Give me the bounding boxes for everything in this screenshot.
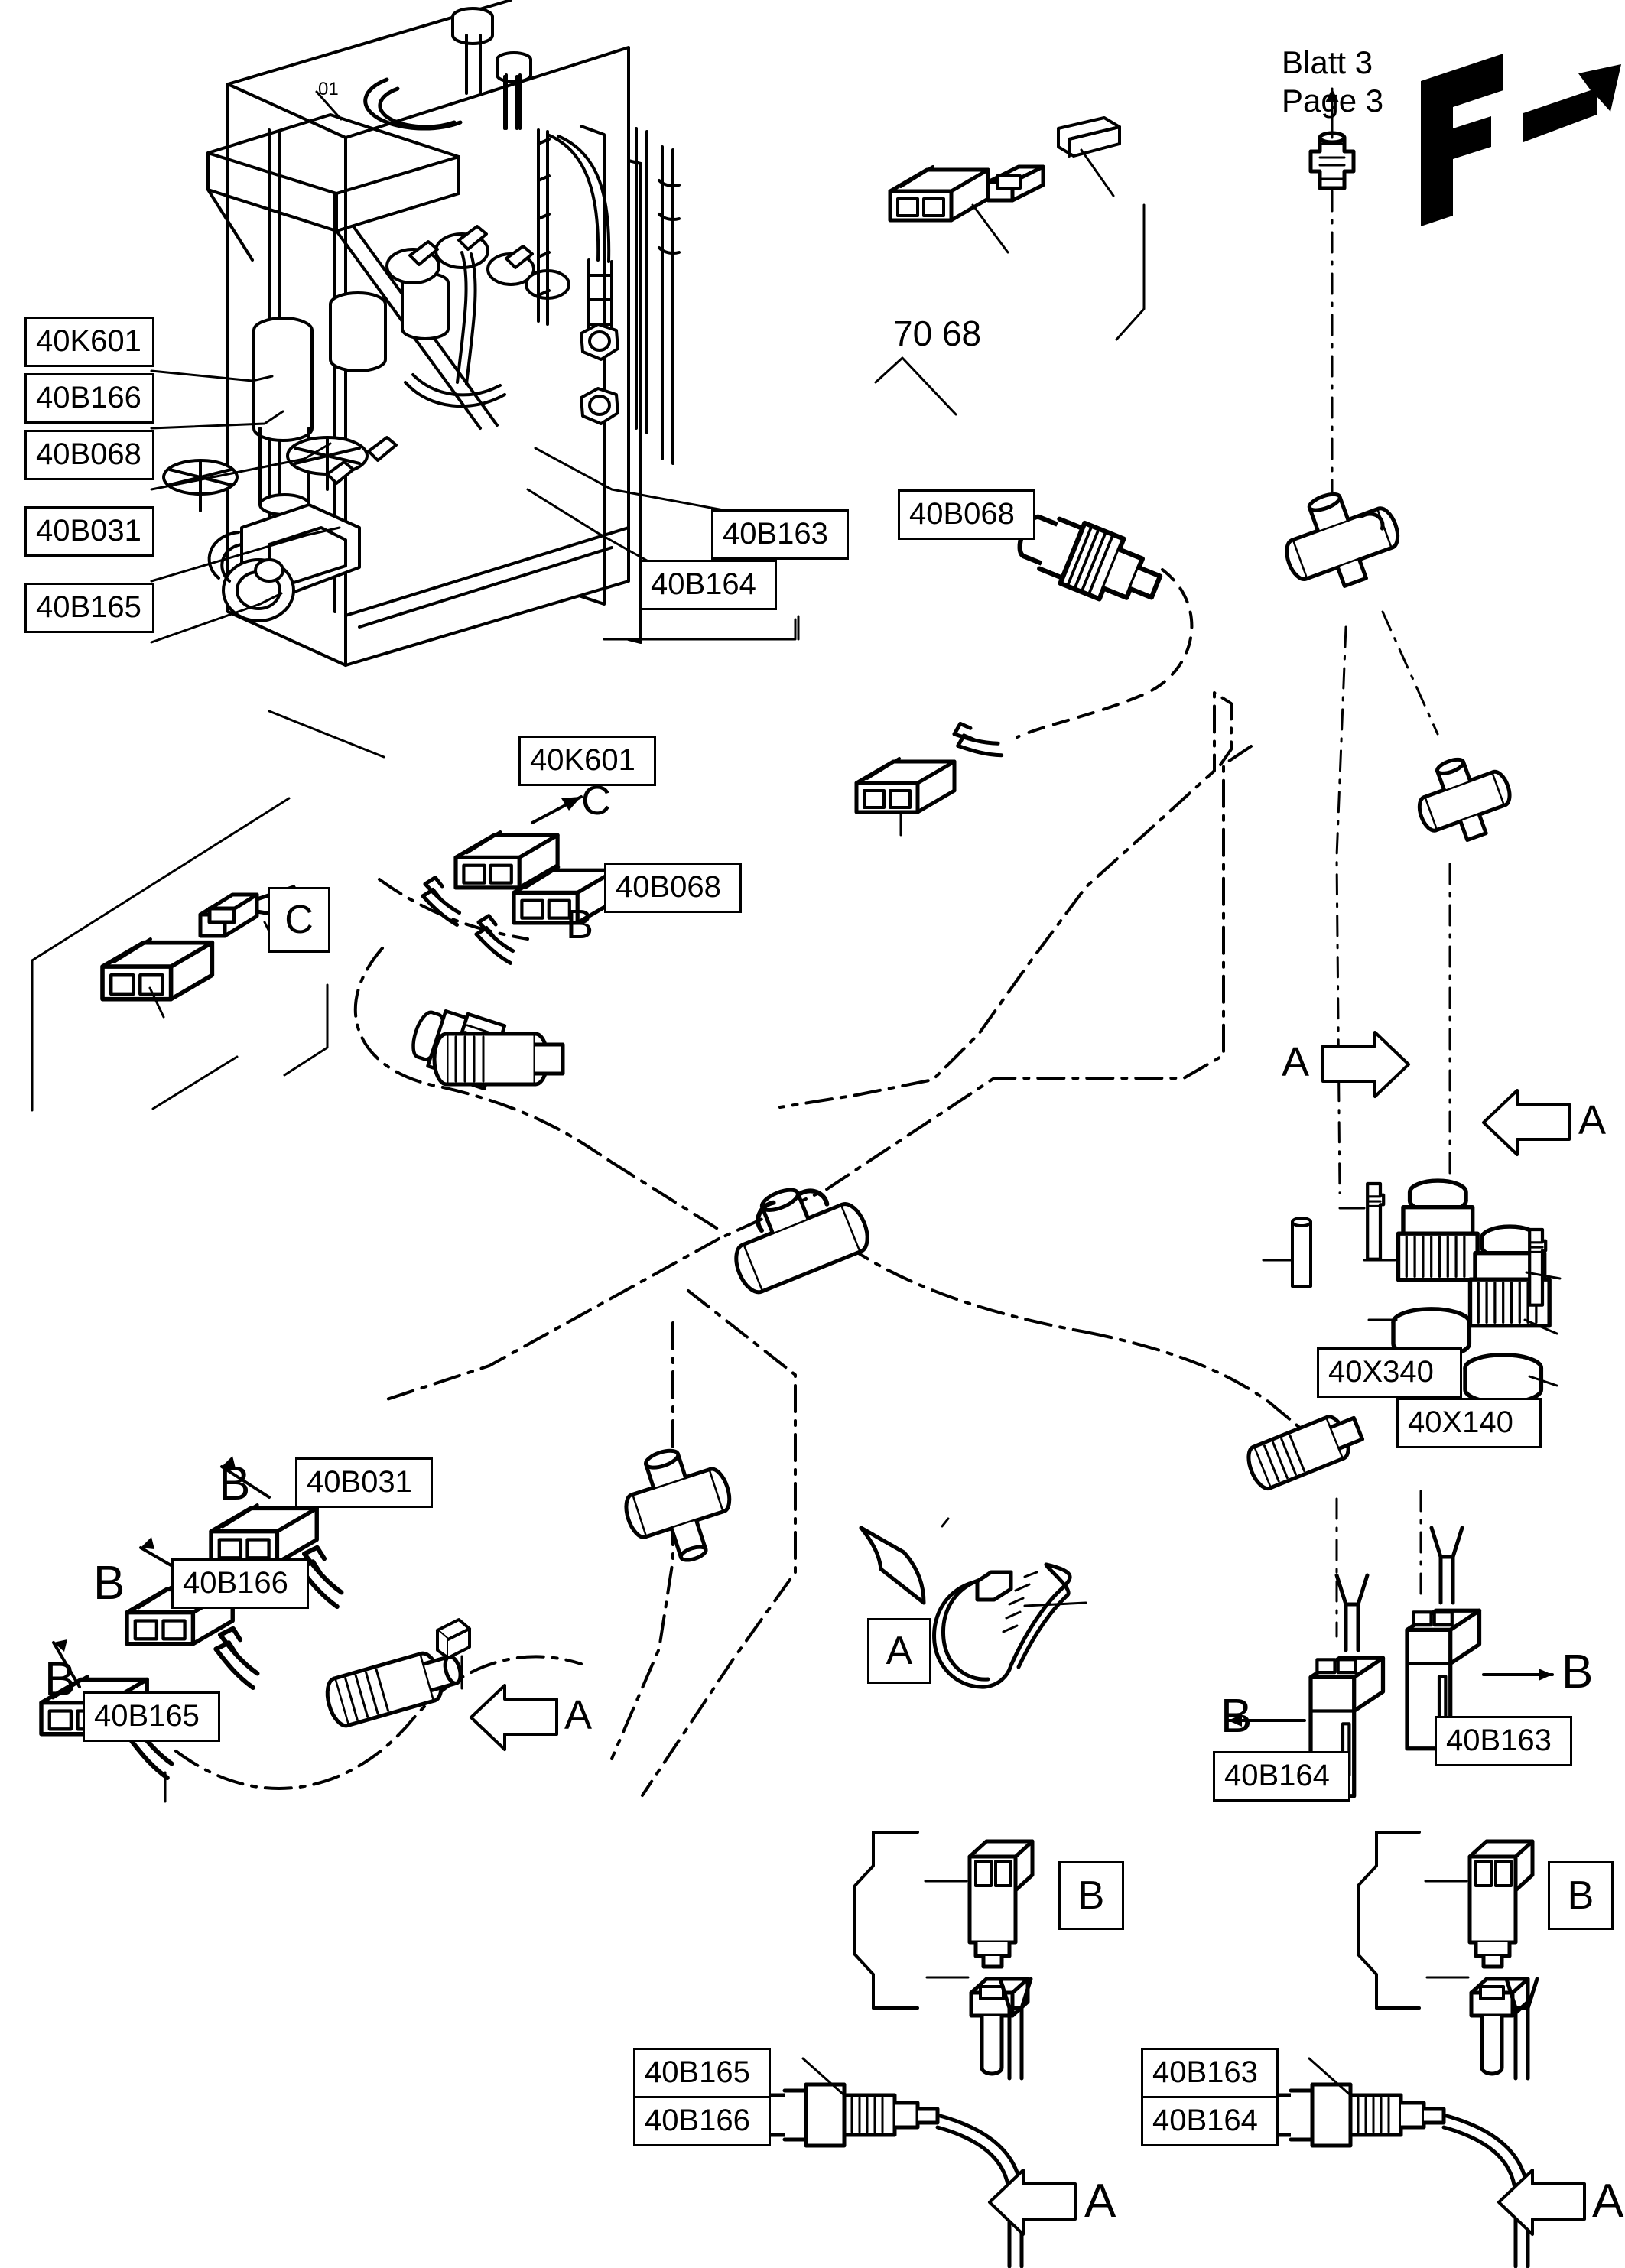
callout-bottom-left-line1: 40B165 [645, 2055, 750, 2089]
callout-bottom-right-line1: 40B163 [1152, 2055, 1258, 2089]
callout-40b068-sensor[interactable]: 40B068 [898, 489, 1035, 540]
callout-40k601-detail[interactable]: 40K601 [518, 736, 656, 786]
section-b-boxed-bottom-right: B [1548, 1861, 1614, 1930]
connector-pair-number: 70 68 [893, 314, 982, 353]
callout-40b163-machine[interactable]: 40B163 [711, 509, 849, 560]
callout-40b166[interactable]: 40B166 [24, 373, 154, 424]
callout-40b164-detail[interactable]: 40B164 [1213, 1751, 1350, 1802]
callout-40x340[interactable]: 40X340 [1317, 1347, 1462, 1398]
callout-40b163-detail[interactable]: 40B163 [1435, 1716, 1572, 1766]
section-b-arrow-upper-letter: B [566, 902, 594, 947]
callout-40k601[interactable]: 40K601 [24, 317, 154, 367]
section-b-arrow-b031-letter: B [219, 1457, 251, 1510]
section-a-arrow-bottom-left-letter: A [1084, 2175, 1116, 2227]
section-a-arrow-right-out-letter: A [1282, 1039, 1310, 1085]
section-a-arrow-right-in-letter: A [1578, 1097, 1607, 1143]
section-b-arrow-b164-letter: B [1220, 1690, 1253, 1743]
page-reference-line2: Page 3 [1282, 83, 1384, 119]
callout-40b031[interactable]: 40B031 [24, 506, 154, 557]
section-b-arrow-b165-letter: B [44, 1653, 76, 1706]
callout-bottom-left-line2: 40B166 [635, 2096, 769, 2144]
section-c-arrow-upper-letter: C [581, 778, 611, 824]
section-c-boxed-left: C [268, 887, 330, 953]
callout-40b165[interactable]: 40B165 [24, 583, 154, 633]
callout-40b166-detail[interactable]: 40B166 [171, 1558, 309, 1609]
callout-40b165-detail[interactable]: 40B165 [83, 1691, 220, 1742]
item-number-01: 01 [318, 79, 339, 99]
callout-bottom-right-line2: 40B164 [1143, 2096, 1276, 2144]
callout-40b031-detail[interactable]: 40B031 [295, 1457, 433, 1508]
callout-40b068[interactable]: 40B068 [24, 430, 154, 480]
page-reference-line1: Blatt 3 [1282, 44, 1373, 80]
section-a-arrow-mid-left-letter: A [564, 1692, 593, 1738]
callout-40x140[interactable]: 40X140 [1396, 1398, 1542, 1448]
callout-40b164-machine[interactable]: 40B164 [639, 560, 777, 610]
section-b-arrow-b166-letter: B [93, 1557, 125, 1610]
callout-40b068-detail[interactable]: 40B068 [604, 863, 742, 913]
callout-bottom-right-pair[interactable]: 40B163 40B164 [1141, 2048, 1279, 2146]
section-b-arrow-b163-letter: B [1562, 1646, 1594, 1698]
callout-bottom-left-pair[interactable]: 40B165 40B166 [633, 2048, 771, 2146]
section-a-arrow-bottom-right-letter: A [1592, 2175, 1624, 2227]
section-b-boxed-bottom-left: B [1058, 1861, 1124, 1930]
section-a-boxed-cabletie: A [867, 1618, 931, 1684]
